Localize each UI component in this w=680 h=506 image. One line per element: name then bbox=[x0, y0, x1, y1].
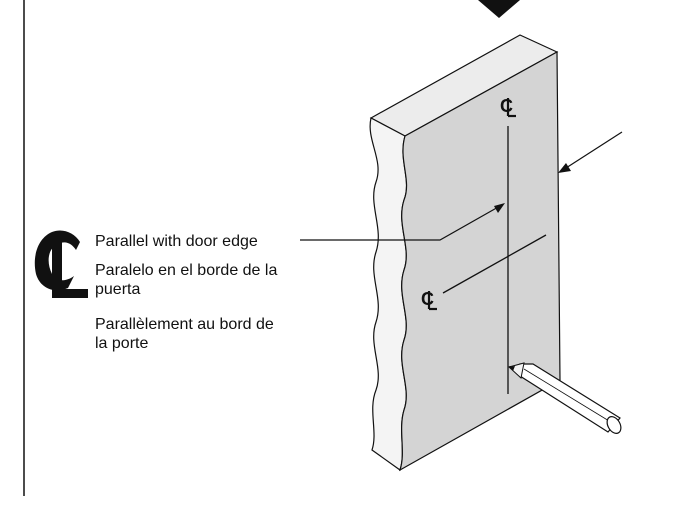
svg-text:C: C bbox=[421, 289, 434, 309]
centerline-symbol-lower: C bbox=[421, 289, 437, 311]
centerline-symbol-large bbox=[34, 230, 88, 298]
horizontal-mark-line bbox=[442, 234, 547, 294]
centerline-symbol-top: C bbox=[500, 96, 516, 118]
label-spanish: Paralelo en el borde de la puerta bbox=[95, 262, 278, 298]
edge-arrowhead-icon bbox=[558, 163, 571, 173]
svg-text:C: C bbox=[500, 96, 513, 116]
label-french: Parallèlement au bord de la porte bbox=[95, 316, 274, 352]
door-side-face bbox=[369, 117, 408, 471]
label-english: Parallel with door edge bbox=[95, 233, 258, 250]
edge-arrow-line bbox=[565, 131, 623, 169]
leader-line bbox=[300, 205, 501, 241]
pencil-icon bbox=[507, 362, 622, 434]
leader-arrowhead-icon bbox=[494, 203, 505, 213]
down-arrow-icon bbox=[478, 0, 520, 18]
